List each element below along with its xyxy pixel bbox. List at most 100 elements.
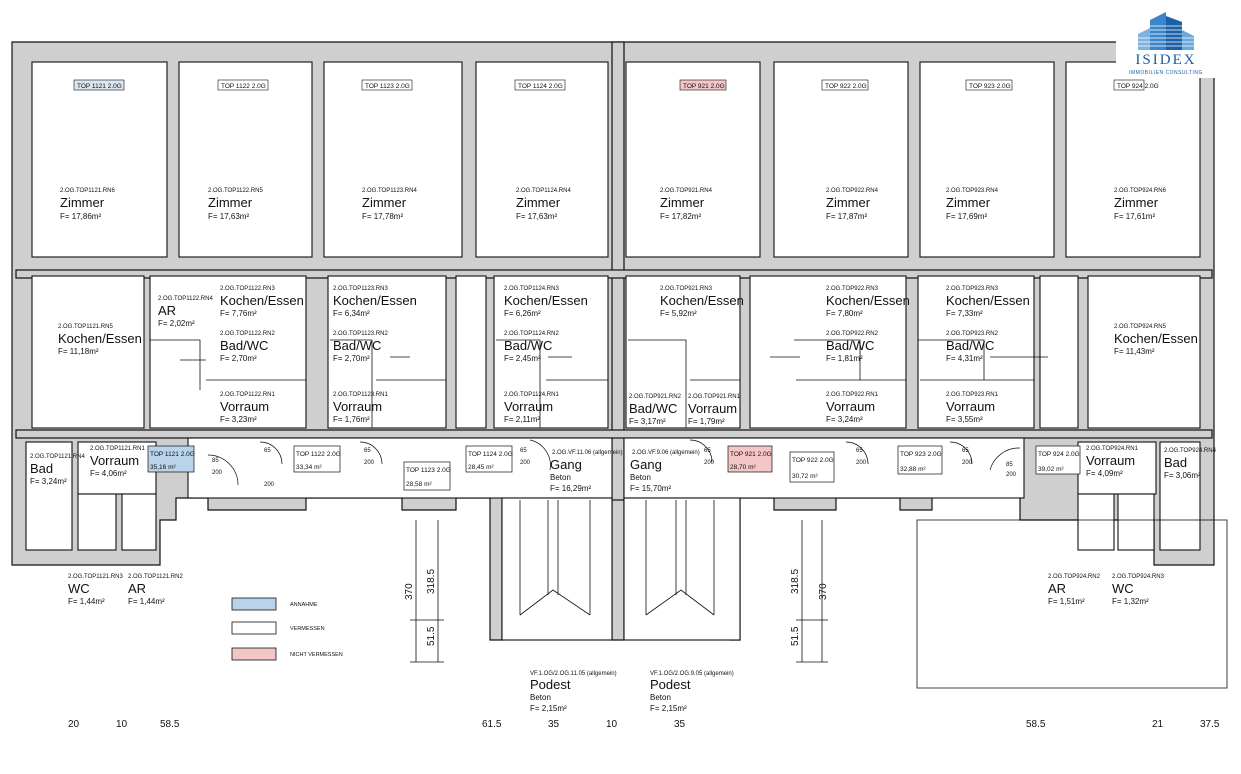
room-name: Zimmer xyxy=(1114,195,1159,210)
flat-box-area: 39,02 m² xyxy=(1038,466,1064,473)
room-name: Kochen/Essen xyxy=(826,293,910,308)
room-code: 2.OG.TOP1121.RN1 xyxy=(90,446,145,452)
room-material: Beton xyxy=(530,693,551,702)
top-tag: TOP 1122 2.0G xyxy=(221,83,266,90)
room-name: Zimmer xyxy=(946,195,991,210)
legend-swatch-vermessen xyxy=(231,621,277,635)
dimension-label: 10 xyxy=(116,719,128,730)
room-code: 2.OG.TOP1123.RN2 xyxy=(333,331,388,337)
room-area: F= 1,79m² xyxy=(688,417,725,426)
room-area: F= 3,06m² xyxy=(1164,471,1201,480)
room-row-zimmer xyxy=(31,61,1201,258)
room-code: 2.OG.TOP923.RN3 xyxy=(946,286,999,292)
room-code: 2.OG.TOP924.RN3 xyxy=(1112,574,1165,580)
room-name: Kochen/Essen xyxy=(58,331,142,346)
door-label: 65 xyxy=(264,448,271,454)
top-tags: TOP 1121 2.0G TOP 1122 2.0G TOP 1123 2.0… xyxy=(73,79,1159,91)
door-label: 65 xyxy=(962,448,969,454)
door-label: 200 xyxy=(364,460,375,466)
flat-box-area: 33,34 m² xyxy=(296,464,322,471)
flat-box-area: 35,16 m² xyxy=(150,464,176,471)
legend-swatch-nicht-vermessen xyxy=(231,647,277,661)
room-labels: 2.OG.TOP1121.RN6 Zimmer F= 17,86m² 2.OG.… xyxy=(30,188,1217,713)
room-code: 2.OG.TOP921.RN4 xyxy=(660,188,713,194)
room-area: F= 4,06m² xyxy=(90,469,127,478)
room-code: 2.OG.TOP1121.RN4 xyxy=(30,454,85,460)
room-name: Podest xyxy=(650,677,691,692)
room-area: F= 1,32m² xyxy=(1112,597,1149,606)
staircases xyxy=(519,500,715,616)
room-name: Vorraum xyxy=(504,399,553,414)
room-code: 2.OG.TOP1121.RN2 xyxy=(128,574,183,580)
room-area: F= 5,92m² xyxy=(660,309,697,318)
dimension-label: 370 xyxy=(818,583,829,600)
room-name: Vorraum xyxy=(90,453,139,468)
corridor-row xyxy=(25,437,1228,689)
dimension-label: 35 xyxy=(548,719,560,730)
room-area: F= 11,43m² xyxy=(1114,347,1155,356)
room-code: 2.OG.TOP1121.RN5 xyxy=(58,324,113,330)
door-label: 200 xyxy=(856,460,867,466)
room-area: F= 2,15m² xyxy=(650,704,687,713)
dimension-label: 61.5 xyxy=(482,719,502,730)
room-code: 2.OG.TOP924.RN6 xyxy=(1114,188,1167,194)
room-name: Bad/WC xyxy=(333,338,381,353)
room-name: Kochen/Essen xyxy=(333,293,417,308)
room-code: 2.OG.TOP1121.RN6 xyxy=(60,188,115,194)
dimension-label: 318.5 xyxy=(426,569,437,594)
room-area: F= 15,70m² xyxy=(630,484,671,493)
door-label: 85 xyxy=(212,458,219,464)
room-area: F= 17,82m² xyxy=(660,212,701,221)
legend-label: NICHT VERMESSEN xyxy=(290,652,343,658)
doors xyxy=(207,439,1021,486)
room-name: Zimmer xyxy=(60,195,105,210)
room-area: F= 2,70m² xyxy=(333,354,370,363)
room-area: F= 7,76m² xyxy=(220,309,257,318)
room-code: 2.OG.TOP923.RN1 xyxy=(946,392,999,398)
room-name: Zimmer xyxy=(660,195,705,210)
dimension-label: 51.5 xyxy=(426,626,437,646)
room-area: F= 1,76m² xyxy=(333,415,370,424)
room-code: 2.OG.TOP924.RN4 xyxy=(1164,448,1217,454)
room-code: 2.OG.TOP1124.RN1 xyxy=(504,392,559,398)
room-code: 2.OG.TOP1121.RN3 xyxy=(68,574,123,580)
legend-label: ANNAHME xyxy=(290,602,318,608)
flat-box-top: TOP 1123 2.0G xyxy=(406,467,451,474)
room-code: 2.OG.TOP1123.RN3 xyxy=(333,286,388,292)
room-area: F= 1,44m² xyxy=(128,597,165,606)
dimension-label: 318.5 xyxy=(790,569,801,594)
top-tag: TOP 1121 2.0G xyxy=(77,83,122,90)
isidex-logo: ISIDEX IMMOBILIEN CONSULTING xyxy=(1116,8,1216,78)
room-area: F= 4,09m² xyxy=(1086,469,1123,478)
room-material: Beton xyxy=(630,473,651,482)
room-name: Bad/WC xyxy=(826,338,874,353)
room-material: Beton xyxy=(650,693,671,702)
door-label: 65 xyxy=(856,448,863,454)
room-name: AR xyxy=(128,581,146,596)
bottom-dimensions: 20 10 58.5 61.5 35 10 35 58.5 21 37.5 xyxy=(68,719,1220,730)
room-area: F= 1,44m² xyxy=(68,597,105,606)
top-tag: TOP 922 2.0G xyxy=(825,83,867,90)
room-code: 2.OG.TOP924.RN5 xyxy=(1114,324,1167,330)
room-code: 2.OG.TOP1124.RN2 xyxy=(504,331,559,337)
room-area: F= 6,34m² xyxy=(333,309,370,318)
room-name: Vorraum xyxy=(1086,453,1135,468)
room-name: AR xyxy=(158,303,176,318)
room-code: 2.OG.TOP1122.RN5 xyxy=(208,188,263,194)
top-tag: TOP 923 2.0G xyxy=(969,83,1011,90)
room-code: VF.1.OG/2.OG.9.05 (allgemein) xyxy=(650,671,734,677)
room-code: 2.OG.TOP922.RN3 xyxy=(826,286,879,292)
legend: ANNAHME VERMESSEN NICHT VERMESSEN xyxy=(231,597,343,661)
flat-box-area: 28,70 m² xyxy=(730,464,756,471)
room-name: Zimmer xyxy=(516,195,561,210)
room-code: 2.OG.TOP922.RN4 xyxy=(826,188,879,194)
room-area: F= 17,86m² xyxy=(60,212,101,221)
flat-box-top: TOP 923 2.0G xyxy=(900,451,942,458)
room-area: F= 6,26m² xyxy=(504,309,541,318)
room-name: WC xyxy=(68,581,90,596)
dimension-label: 21 xyxy=(1152,719,1164,730)
room-code: VF.1.OG/2.OG.11.05 (allgemein) xyxy=(530,671,617,677)
door-label: 85 xyxy=(1006,462,1013,468)
room-name: Bad/WC xyxy=(946,338,994,353)
room-area: F= 3,55m² xyxy=(946,415,983,424)
